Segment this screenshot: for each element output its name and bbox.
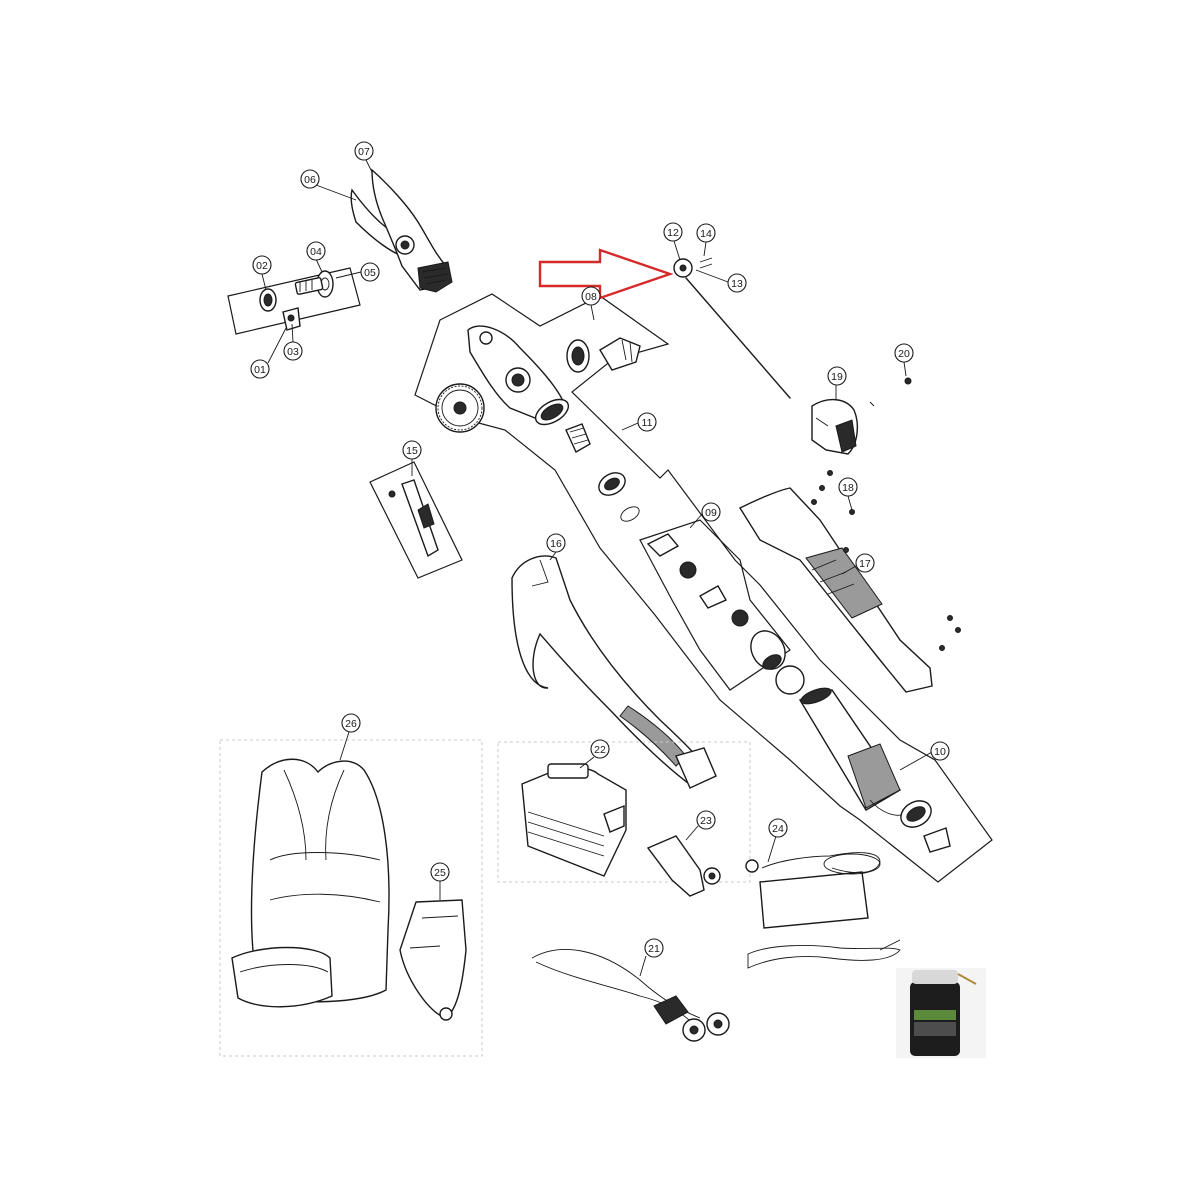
callout-09: 09: [705, 507, 717, 519]
callout-06: 06: [304, 174, 316, 186]
part-15-trigger: [388, 479, 439, 558]
callout-16: 16: [550, 538, 562, 550]
group-09-frame: [639, 519, 791, 691]
part-03: [282, 307, 301, 331]
callout-23: 23: [700, 815, 712, 827]
callout-19: 19: [831, 371, 843, 383]
callout-10: 10: [934, 746, 946, 758]
callout-26: 26: [345, 718, 357, 730]
callout-05: 05: [364, 267, 376, 279]
group-01-05-frame: [227, 267, 361, 335]
harness-group-dashbox: [219, 739, 483, 1057]
callout-08: 08: [585, 291, 597, 303]
pinion-shaft: [599, 337, 641, 371]
callout-11: 11: [642, 417, 653, 429]
callout-03: 03: [287, 346, 299, 358]
part-10-motor: [798, 687, 951, 853]
part-20-screw: [869, 377, 912, 407]
part-21-extension-cable: [531, 949, 730, 1042]
spray-can-image: [896, 968, 986, 1058]
part-22-battery: [521, 763, 627, 877]
callout-13: 13: [731, 278, 743, 290]
callout-22: 22: [594, 744, 606, 756]
callout-17: 17: [859, 558, 871, 570]
bearing-ring: [566, 339, 590, 373]
part-24-charger: [745, 852, 901, 969]
part-25-holster: [399, 899, 467, 1021]
group-15-frame: [369, 461, 463, 579]
callout-25: 25: [434, 867, 446, 879]
part-23-battery-connector: [646, 835, 721, 897]
part-09-planetary: [646, 533, 805, 695]
callout-15: 15: [406, 445, 418, 457]
part-07-blade: [371, 168, 453, 293]
callout-21: 21: [648, 943, 660, 955]
part-17-handle-half: [738, 470, 961, 693]
highlight-arrow: [538, 248, 674, 300]
callout-07: 07: [358, 146, 370, 158]
battery-group-dashbox: [497, 741, 751, 883]
part-26-harness-vest: [231, 758, 390, 1008]
part-05: [294, 277, 324, 295]
main-assembly-frame: [414, 293, 993, 883]
callout-12: 12: [667, 227, 679, 239]
gear-train: [565, 423, 640, 522]
part-19-cover: [811, 399, 859, 455]
part-12-13-14-rod: [673, 257, 791, 399]
callout-04: 04: [310, 246, 322, 258]
large-gear: [435, 383, 485, 433]
callout-02: 02: [256, 260, 268, 272]
part-16-handle-half: [511, 555, 717, 789]
callout-01: 01: [254, 364, 266, 376]
gear-head-housing: [467, 325, 570, 426]
callout-20: 20: [898, 348, 910, 360]
callout-24: 24: [772, 823, 784, 835]
callout-18: 18: [842, 482, 854, 494]
callout-14: 14: [700, 228, 712, 240]
part-02: [259, 288, 277, 312]
